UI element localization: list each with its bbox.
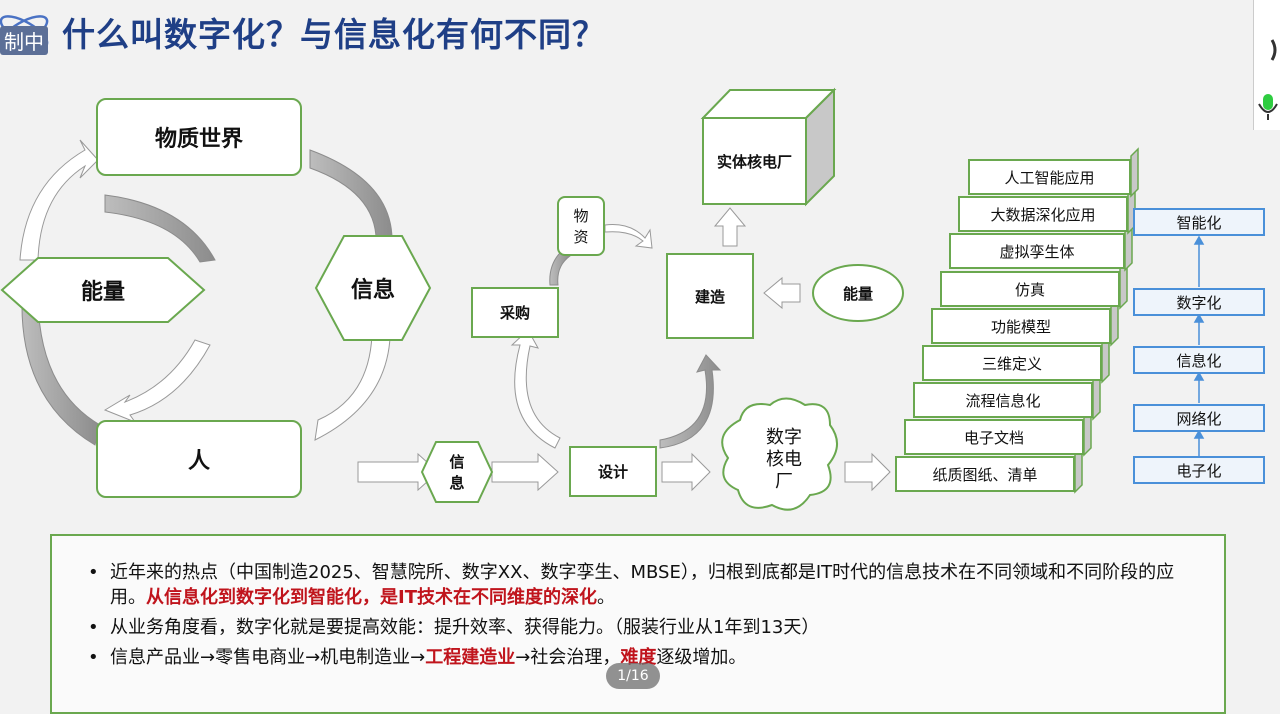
note-3: • 信息产品业→零售电商业→机电制造业→工程建造业→社会治理，难度逐级增加。 xyxy=(88,645,1204,670)
level-informatized: 信息化 xyxy=(1133,346,1265,374)
arrow-build-to-plant xyxy=(713,207,747,247)
page-title: 什么叫数字化？与信息化有何不同？ xyxy=(62,15,606,54)
mic-icon[interactable] xyxy=(1254,0,1280,130)
box-design: 设计 xyxy=(569,446,657,497)
note-1-b: 从信息化到数字化到智能化，是IT技术在不同维度的深化 xyxy=(146,587,597,608)
level-electronic: 电子化 xyxy=(1133,456,1265,484)
cycle-arrow-right-bottom xyxy=(314,319,391,441)
note-2-a: 从业务角度看，数字化就是要提高效能：提升效率、获得能力。（服装行业从1年到13天… xyxy=(110,617,820,638)
arrow-to-digital-plant xyxy=(661,452,711,492)
curve-purchase-to-materials xyxy=(549,247,571,286)
note-1-c: 。 xyxy=(596,587,615,608)
box-person: 人 xyxy=(96,420,302,498)
hexagon-energy xyxy=(0,257,206,323)
cycle-inner-top xyxy=(104,194,216,263)
cycle-arrow-left-top xyxy=(19,139,99,261)
arrow-to-stairs xyxy=(844,452,891,492)
hexagon-info-cycle xyxy=(314,235,432,341)
level-arrows xyxy=(1193,235,1205,456)
stair-step-6: 仿真 xyxy=(940,271,1120,307)
level-digitized: 数字化 xyxy=(1133,288,1265,316)
mic-panel[interactable] xyxy=(1253,0,1280,130)
note-1-a: 近年来的热点（中国制造2025、智慧院所、数字XX、数字孪生、MBSE），归根到… xyxy=(110,562,1175,608)
ellipse-energy xyxy=(812,264,904,322)
diagram-connectors xyxy=(0,87,1205,511)
stair-step-1: 纸质图纸、清单 xyxy=(895,456,1075,492)
stair-step-7: 虚拟孪生体 xyxy=(949,233,1125,269)
box-materials: 物 资 xyxy=(557,196,605,256)
note-3-e: 逐级增加。 xyxy=(656,647,747,668)
stair-step-3: 流程信息化 xyxy=(913,382,1093,418)
cycle-inner-bottom xyxy=(103,339,211,424)
arrow-to-design xyxy=(491,452,559,492)
cloud-digital-plant xyxy=(721,397,838,511)
note-2: • 从业务角度看，数字化就是要提高效能：提升效率、获得能力。（服装行业从1年到13… xyxy=(88,615,1204,640)
stair-step-4: 三维定义 xyxy=(922,345,1102,381)
box-physical-world: 物质世界 xyxy=(96,98,302,176)
box-purchase: 采购 xyxy=(471,287,559,338)
box-build: 建造 xyxy=(666,253,754,339)
level-intelligent: 智能化 xyxy=(1133,208,1265,236)
curve-design-to-build xyxy=(659,354,722,449)
stair-step-9: 人工智能应用 xyxy=(968,159,1131,195)
arrow-energy-to-build xyxy=(763,276,801,310)
cube-front xyxy=(702,117,807,205)
bullet-icon: • xyxy=(88,617,99,638)
bullet-icon: • xyxy=(88,562,99,583)
note-3-a: 信息产品业→零售电商业→机电制造业→ xyxy=(110,647,426,668)
curve-materials-to-build xyxy=(604,224,653,249)
stair-step-8: 大数据深化应用 xyxy=(958,196,1128,232)
note-3-c: →社会治理， xyxy=(515,647,621,668)
note-3-d: 难度 xyxy=(620,647,657,668)
note-3-b: 工程建造业 xyxy=(425,647,516,668)
page-indicator[interactable]: 1/16 xyxy=(606,663,660,689)
bullet-icon: • xyxy=(88,647,99,668)
level-networked: 网络化 xyxy=(1133,404,1265,432)
note-1: • 近年来的热点（中国制造2025、智慧院所、数字XX、数字孪生、MBSE），归根… xyxy=(88,560,1204,610)
notes-panel: • 近年来的热点（中国制造2025、智慧院所、数字XX、数字孪生、MBSE），归根… xyxy=(50,534,1226,714)
hexagon-info-small xyxy=(420,441,494,503)
stair-step-2: 电子文档 xyxy=(904,419,1084,455)
stair-step-5: 功能模型 xyxy=(931,308,1111,344)
curve-design-to-purchase xyxy=(510,329,561,449)
logo-text: 制中 xyxy=(0,26,48,55)
